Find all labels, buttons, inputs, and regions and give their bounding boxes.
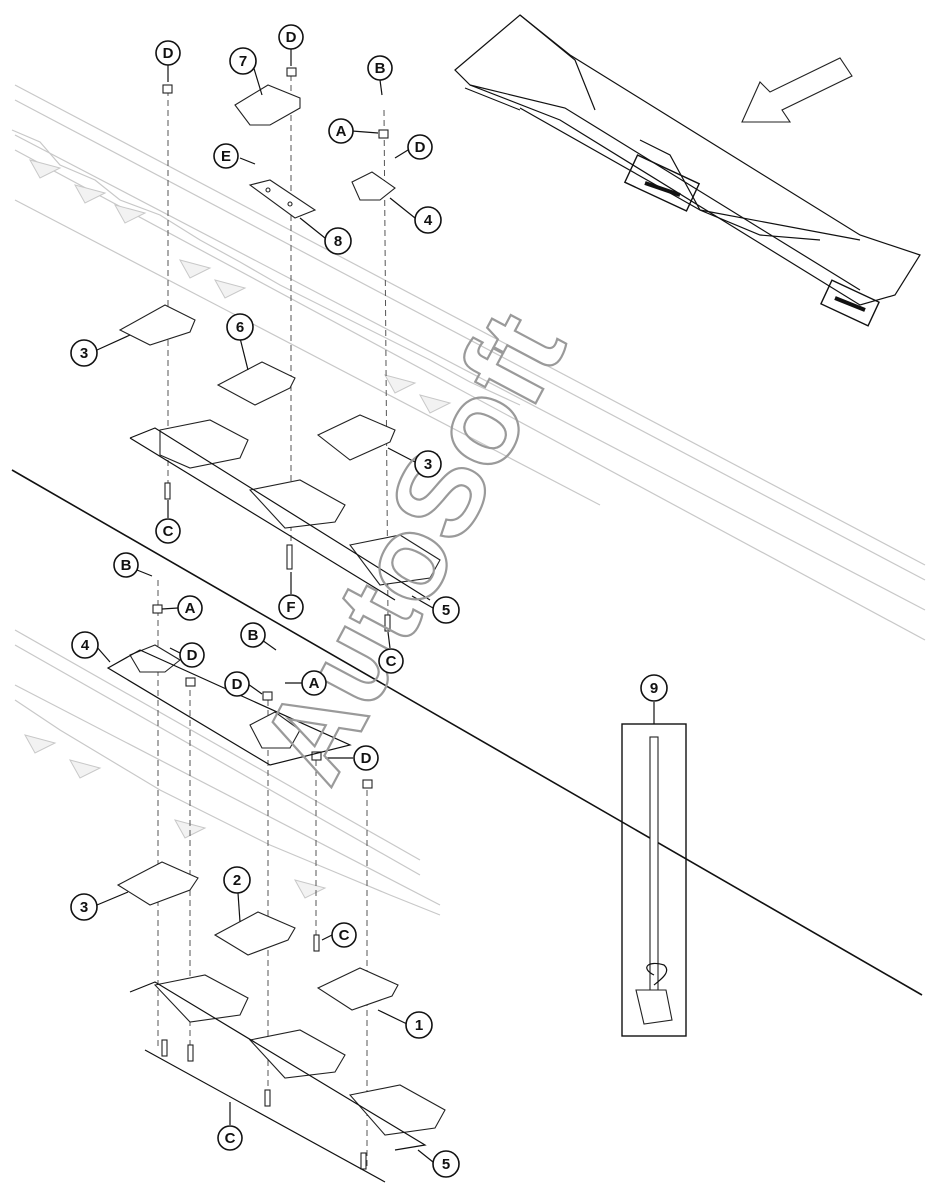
callout-3-upper-left: 3 xyxy=(70,339,98,367)
callout-1-label: 1 xyxy=(415,1017,423,1034)
callout-F-label: F xyxy=(286,599,295,616)
callout-B-label: B xyxy=(375,60,386,77)
callout-D-upper-left: D xyxy=(155,40,181,66)
callout-D-lower-right: D xyxy=(353,745,379,771)
callout-5-label: 5 xyxy=(442,1156,450,1173)
callout-B-label: B xyxy=(121,557,132,574)
callout-C-label: C xyxy=(339,927,350,944)
callout-A-upper: A xyxy=(328,118,354,144)
callout-8-label: 8 xyxy=(334,233,342,250)
callout-4-label: 4 xyxy=(424,212,433,229)
callout-5-label: 5 xyxy=(442,602,450,619)
callout-4-lower: 4 xyxy=(71,631,99,659)
callout-B-upper: B xyxy=(367,55,393,81)
callout-B-lower-left: B xyxy=(113,552,139,578)
callout-9-label: 9 xyxy=(650,680,658,697)
callout-A-label: A xyxy=(309,675,320,692)
callout-3-upper-right: 3 xyxy=(414,450,442,478)
callout-C-upper-right: C xyxy=(378,648,404,674)
cutter-bar-lower-ghost xyxy=(14,629,441,916)
callout-2-label: 2 xyxy=(233,872,241,889)
callout-F: F xyxy=(278,594,304,620)
callout-D-label: D xyxy=(163,45,174,62)
callout-D-label: D xyxy=(361,750,372,767)
callout-A-label: A xyxy=(336,123,347,140)
cutter-bar-upper-ghost xyxy=(11,84,926,641)
callout-D-lower-left: D xyxy=(179,642,205,668)
header-overview xyxy=(454,14,921,327)
callout-9: 9 xyxy=(640,674,668,702)
callout-E-label: E xyxy=(221,148,231,165)
callout-3-lower: 3 xyxy=(70,893,98,921)
callout-2: 2 xyxy=(223,866,251,894)
callout-8: 8 xyxy=(324,227,352,255)
callout-C-lower-center: C xyxy=(331,922,357,948)
tool-9-panel xyxy=(621,702,687,1037)
callout-B-lower-center: B xyxy=(240,622,266,648)
callout-6-label: 6 xyxy=(236,319,244,336)
callout-E: E xyxy=(213,143,239,169)
callout-7-label: 7 xyxy=(239,53,247,70)
callout-4-label: 4 xyxy=(81,637,90,654)
callout-A-lower-center: A xyxy=(301,670,327,696)
detail-frame-left xyxy=(623,154,701,212)
callout-C-label: C xyxy=(225,1130,236,1147)
callout-D-lower-center: D xyxy=(224,671,250,697)
callout-5-upper: 5 xyxy=(432,596,460,624)
callout-5-lower: 5 xyxy=(432,1150,460,1178)
callout-4-upper: 4 xyxy=(414,206,442,234)
tool-rod xyxy=(649,736,659,993)
parts xyxy=(116,67,446,1170)
callout-D-upper-center: D xyxy=(278,24,304,50)
callout-7: 7 xyxy=(229,47,257,75)
callout-B-label: B xyxy=(248,627,259,644)
callout-C-label: C xyxy=(163,523,174,540)
callout-1: 1 xyxy=(405,1011,433,1039)
callout-3-label: 3 xyxy=(424,456,432,473)
callout-C-bottom: C xyxy=(217,1125,243,1151)
callout-C-upper-left: C xyxy=(155,518,181,544)
callout-D-label: D xyxy=(286,29,297,46)
callout-D-upper-right: D xyxy=(407,134,433,160)
leader-lines xyxy=(95,48,434,1163)
callout-6: 6 xyxy=(226,313,254,341)
group-outlines xyxy=(106,427,431,1183)
callout-D-label: D xyxy=(187,647,198,664)
callout-D-label: D xyxy=(415,139,426,156)
callout-A-lower-left: A xyxy=(177,595,203,621)
tool-hook xyxy=(635,989,673,1025)
callout-C-label: C xyxy=(386,653,397,670)
section-divider xyxy=(11,469,923,996)
direction-arrow xyxy=(741,57,853,123)
callout-3-label: 3 xyxy=(80,899,88,916)
callout-3-label: 3 xyxy=(80,345,88,362)
callout-D-label: D xyxy=(232,676,243,693)
detail-frame-right xyxy=(820,279,880,327)
callout-A-label: A xyxy=(185,600,196,617)
